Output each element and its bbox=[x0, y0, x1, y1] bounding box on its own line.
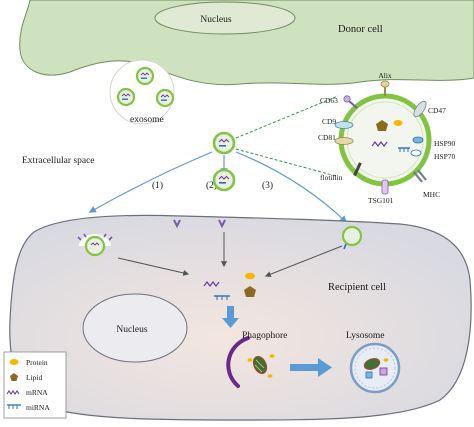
lipid-icon bbox=[10, 373, 18, 381]
zoom-callout-line bbox=[235, 148, 337, 177]
lipid-icon bbox=[244, 286, 256, 297]
pathway-label-2: (2) bbox=[206, 180, 217, 191]
direct-binding-exosome bbox=[341, 225, 363, 250]
protein-icon bbox=[267, 374, 273, 378]
zoom-callout-line bbox=[235, 95, 339, 139]
recipient-cell-label: Recipient cell bbox=[328, 282, 386, 293]
tsg101-label: TSG101 bbox=[368, 196, 394, 205]
donor-nucleus-label: Nucleus bbox=[200, 15, 231, 25]
mrna-icon bbox=[203, 281, 220, 287]
pathway-arrow-3 bbox=[235, 151, 348, 223]
donor-cell: Nucleus Donor cell bbox=[19, 0, 474, 86]
released-cargo bbox=[203, 272, 256, 300]
cd47-protein bbox=[413, 100, 427, 118]
donor-nucleus bbox=[154, 1, 296, 35]
hsp70-protein bbox=[410, 149, 422, 157]
recipient-cell: Nucleus Recipient cell bbox=[9, 214, 472, 421]
exosome bbox=[135, 66, 155, 86]
lysosome: Lysosome bbox=[346, 331, 401, 394]
cd81-label: CD81 bbox=[318, 133, 336, 142]
receptor-icon bbox=[173, 219, 181, 229]
legend-lipid-label: Lipid bbox=[26, 373, 42, 382]
mhc-label: MHC bbox=[423, 190, 440, 199]
flotillin-protein bbox=[353, 162, 362, 177]
pathway-label-3: (3) bbox=[262, 180, 273, 191]
legend-mirna-label: miRNA bbox=[26, 403, 50, 412]
mirna-icon bbox=[214, 295, 230, 300]
exosome bbox=[155, 88, 175, 108]
protein-icon bbox=[393, 120, 403, 126]
exosome-label: exosome bbox=[130, 115, 164, 125]
mirna-icon bbox=[398, 147, 410, 152]
flotillin-label: flotillin bbox=[320, 173, 343, 182]
alix-protein bbox=[380, 80, 390, 96]
hsp90-label: HSP90 bbox=[434, 139, 456, 148]
cd9-label: CD9 bbox=[322, 117, 336, 126]
cd63-protein bbox=[343, 95, 358, 109]
extracellular-space-label: Extracellular space bbox=[22, 156, 95, 166]
tsg101-protein bbox=[381, 179, 389, 195]
pathway-label-1: (1) bbox=[152, 180, 163, 191]
exosome bbox=[116, 87, 136, 107]
lipid-icon bbox=[376, 120, 388, 131]
pathway-arrow-1 bbox=[88, 151, 213, 213]
receptor-binding-exosome bbox=[173, 168, 236, 229]
uptake-arrow bbox=[117, 257, 190, 276]
uptake-arrow bbox=[264, 245, 343, 278]
receptor-icon bbox=[218, 219, 226, 229]
protein-icon bbox=[247, 358, 253, 362]
hsp70-label: HSP70 bbox=[434, 152, 456, 161]
mrna-icon bbox=[6, 390, 20, 395]
to-lysosome-arrow bbox=[290, 358, 332, 377]
phagophore: Phagophore bbox=[226, 331, 287, 388]
cd47-label: CD47 bbox=[428, 106, 446, 115]
mrna-icon bbox=[371, 141, 388, 147]
hsp90-protein bbox=[412, 136, 424, 144]
legend: Protein Lipid mRNA miRNA bbox=[3, 351, 67, 419]
legend-protein-label: Protein bbox=[26, 358, 48, 367]
lysosome-label: Lysosome bbox=[346, 331, 385, 341]
multivesicular-body: exosome bbox=[109, 59, 175, 125]
membrane-fusion-exosome bbox=[77, 233, 113, 257]
to-phagophore-arrow bbox=[222, 306, 239, 328]
recipient-nucleus bbox=[82, 293, 188, 363]
legend-mrna-label: mRNA bbox=[26, 388, 48, 397]
alix-label: Alix bbox=[378, 71, 392, 80]
donor-cell-label: Donor cell bbox=[338, 24, 383, 35]
cd81-protein bbox=[334, 137, 354, 145]
mirna-icon bbox=[7, 404, 21, 409]
protein-icon bbox=[269, 354, 275, 358]
cd63-label: CD63 bbox=[320, 96, 338, 105]
recipient-nucleus-label: Nucleus bbox=[116, 325, 147, 335]
exosome-detail: Alix CD63 CD47 CD9 CD81 HSP90 HSP70 flot… bbox=[318, 71, 456, 205]
phagophore-label: Phagophore bbox=[242, 331, 287, 341]
protein-icon bbox=[245, 272, 255, 280]
cd9-protein bbox=[334, 121, 354, 129]
protein-icon bbox=[9, 359, 19, 365]
central-exosome bbox=[212, 131, 236, 155]
mhc-protein bbox=[413, 169, 427, 183]
